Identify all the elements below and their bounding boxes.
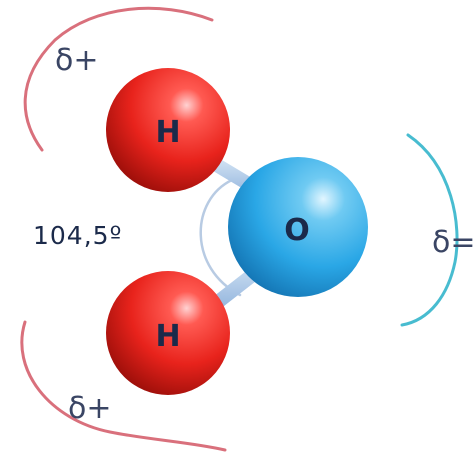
- charge-hydrogen-bottom: δ+: [68, 391, 112, 426]
- charge-oxygen: δ=: [432, 225, 474, 260]
- hydrogen-top-label: H: [155, 115, 180, 150]
- hydrogen-atom-top: [106, 68, 230, 192]
- hydrogen-bottom-label: H: [155, 319, 180, 354]
- charge-hydrogen-top: δ+: [55, 43, 99, 78]
- bond-angle-arc: [199, 178, 242, 297]
- bond-angle-label: 104,5º: [33, 221, 122, 250]
- oxygen-atom: [228, 157, 368, 297]
- positive-charge-arc-top: [23, 6, 214, 152]
- oxygen-label: O: [284, 213, 310, 248]
- positive-charge-arc-bottom: [20, 320, 227, 452]
- negative-charge-arc: [400, 133, 459, 327]
- hydrogen-atom-bottom: [106, 271, 230, 395]
